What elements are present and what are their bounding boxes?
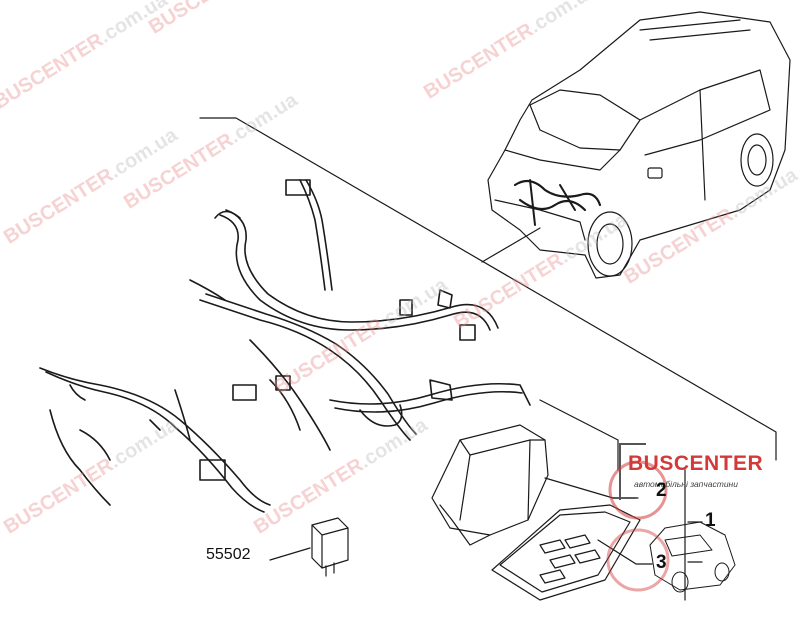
buscenter-logo-icon [606,443,670,592]
leader-line-car [481,227,541,263]
relay-55502 [269,517,349,577]
callout-part-1: 1 [705,510,716,531]
logo-title: BUSCENTER [628,452,764,475]
leader-line-fuse-box [539,399,619,471]
van-illustration [487,11,791,279]
callout-part-2: 2 [656,480,667,501]
wiring-harness [39,179,531,513]
callout-bracket [611,469,703,601]
van-thumbnail [649,521,736,593]
callout-relay-55502: 55502 [206,546,251,563]
callout-part-3: 3 [656,552,667,573]
fuse-cover [491,504,653,601]
leader-line-harness [199,117,777,461]
logo-subtitle: автомобільні запчастини [634,479,738,489]
